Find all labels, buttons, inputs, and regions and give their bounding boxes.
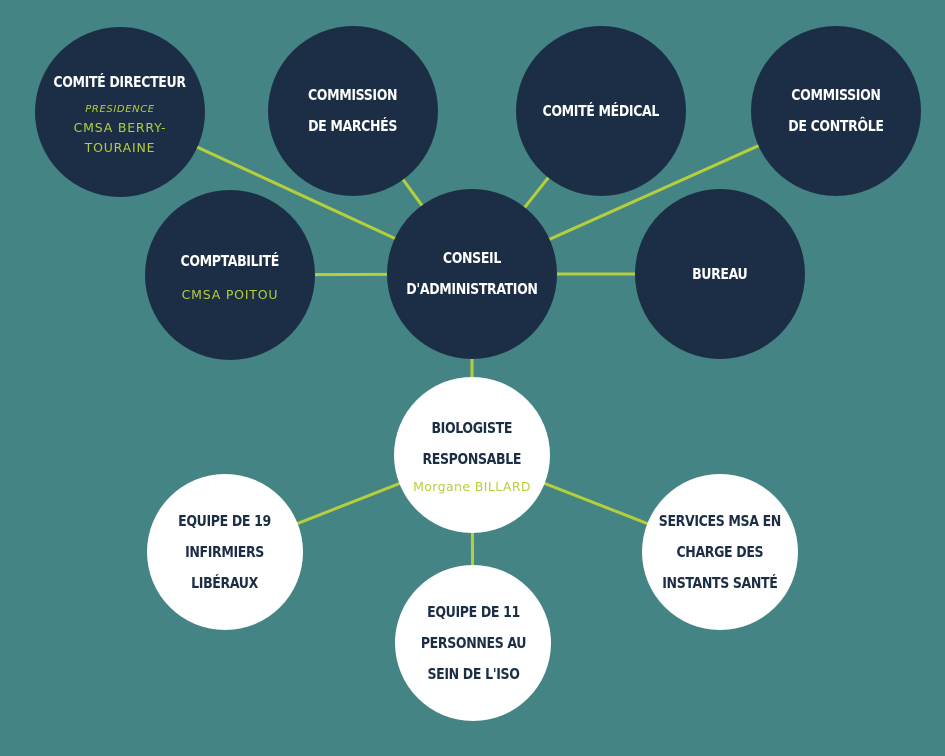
node-title: COMITÉ DIRECTEUR: [53, 72, 187, 91]
node-conseil-administration: CONSEIL D'ADMINISTRATION: [387, 189, 557, 359]
node-title: EQUIPE DE 11 PERSONNES AU SEIN DE L'ISO: [420, 602, 526, 683]
node-title: BIOLOGISTE RESPONSABLE: [422, 419, 522, 468]
node-comite-directeur: COMITÉ DIRECTEUR PRESIDENCE CMSA BERRY- …: [35, 27, 205, 197]
node-title: CONSEIL D'ADMINISTRATION: [406, 249, 538, 298]
node-subtitle: Morgane BILLARD: [413, 479, 531, 494]
node-title: COMPTABILITÉ: [180, 251, 280, 270]
node-title: COMITÉ MÉDICAL: [542, 101, 660, 120]
node-equipe-iso: EQUIPE DE 11 PERSONNES AU SEIN DE L'ISO: [395, 565, 551, 721]
node-equipe-infirmiers: EQUIPE DE 19 INFIRMIERS LIBÉRAUX: [147, 474, 303, 630]
node-commission-controle: COMMISSION DE CONTRÔLE: [751, 26, 921, 196]
node-comite-medical: COMITÉ MÉDICAL: [516, 26, 686, 196]
node-title: EQUIPE DE 19 INFIRMIERS LIBÉRAUX: [178, 511, 272, 592]
node-role: PRESIDENCE: [85, 103, 155, 115]
node-title: COMMISSION DE CONTRÔLE: [788, 86, 884, 135]
node-bureau: BUREAU: [635, 189, 805, 359]
node-title: BUREAU: [692, 264, 748, 283]
node-title: COMMISSION DE MARCHÉS: [308, 86, 398, 135]
node-biologiste-responsable: BIOLOGISTE RESPONSABLE Morgane BILLARD: [394, 377, 550, 533]
node-services-msa: SERVICES MSA EN CHARGE DES INSTANTS SANT…: [642, 474, 798, 630]
node-comptabilite: COMPTABILITÉ CMSA POITOU: [145, 190, 315, 360]
node-title: SERVICES MSA EN CHARGE DES INSTANTS SANT…: [658, 511, 782, 592]
node-subtitle: CMSA BERRY- TOURAINE: [73, 119, 167, 155]
node-commission-marches: COMMISSION DE MARCHÉS: [268, 26, 438, 196]
node-subtitle: CMSA POITOU: [181, 286, 279, 302]
